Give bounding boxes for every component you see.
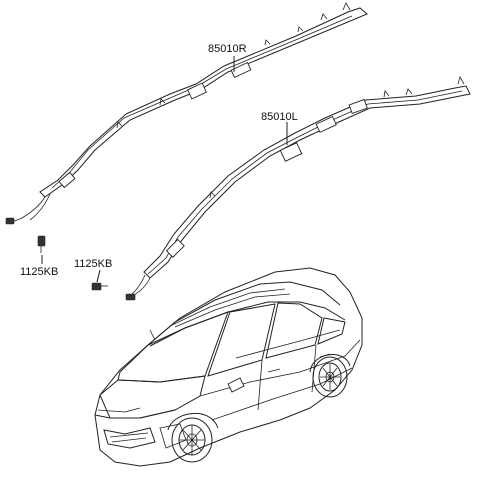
label-1125KB-left: 1125KB (20, 266, 58, 278)
label-85010L: 85010L (261, 111, 298, 123)
curtain-airbag-right (5, 2, 368, 225)
label-1125KB-right: 1125KB (74, 258, 112, 270)
leader-bolt-right (96, 269, 101, 283)
bolt-left (37, 235, 46, 253)
bolt-right (91, 282, 108, 291)
label-85010R: 85010R (208, 43, 247, 55)
sedan-illustration (94, 267, 363, 467)
curtain-airbag-left (125, 75, 471, 301)
